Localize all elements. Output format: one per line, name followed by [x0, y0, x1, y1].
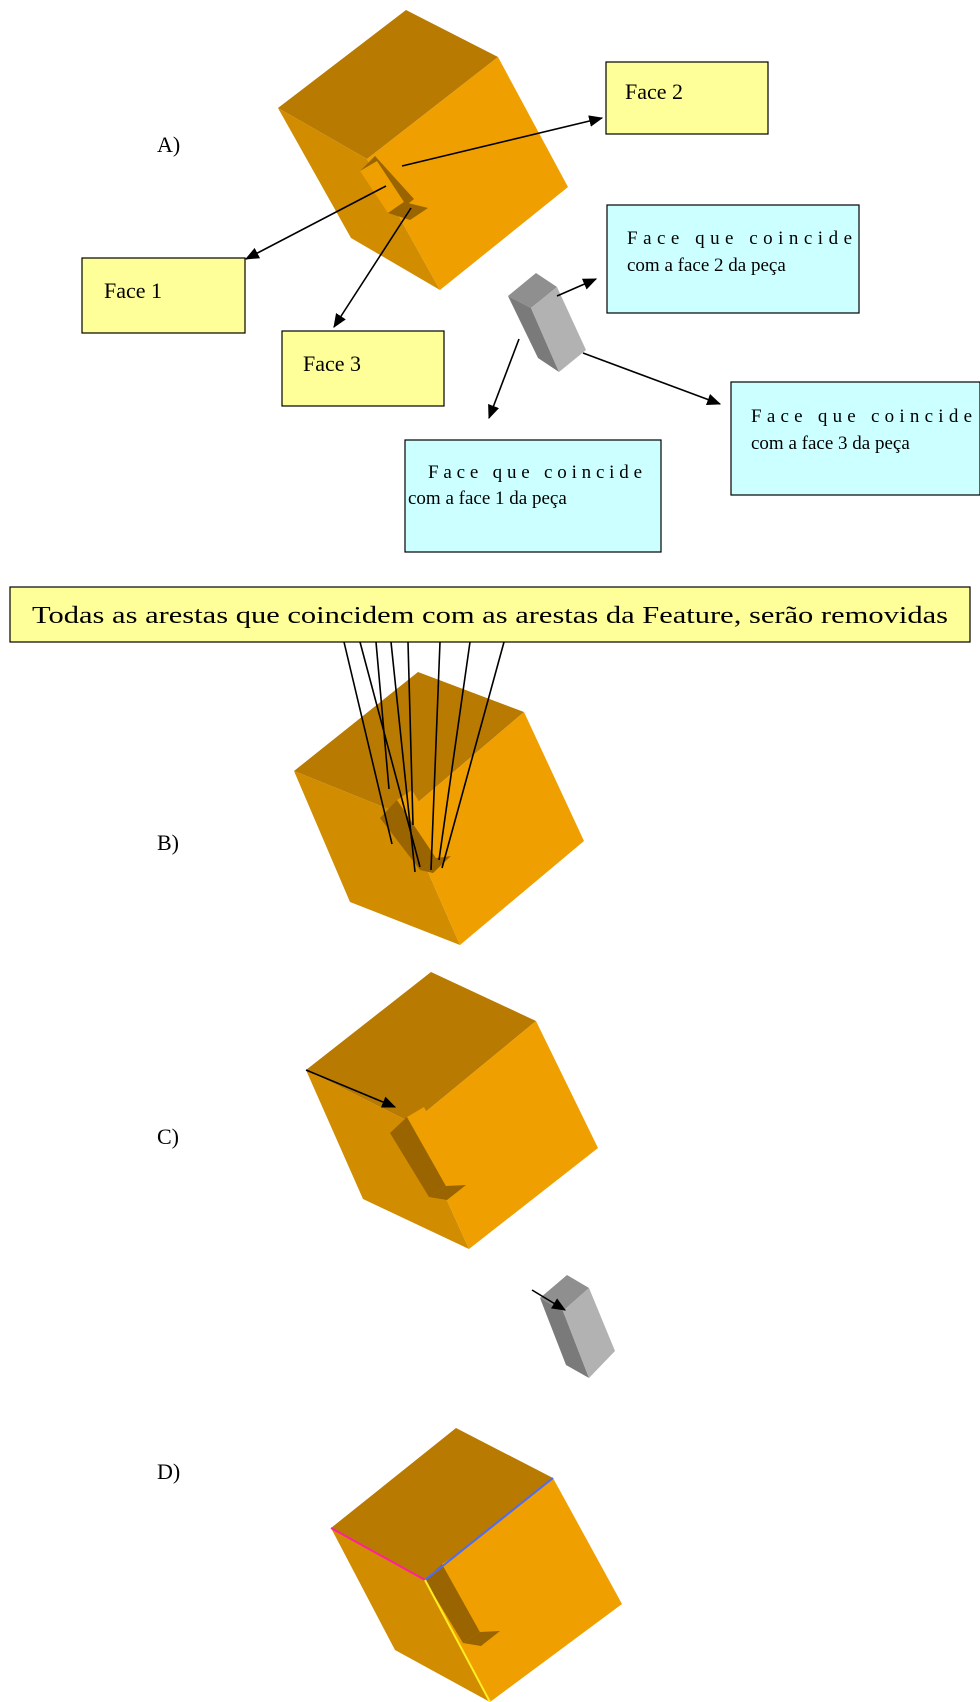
- edge-leader-line: [343, 641, 393, 845]
- tool-face3-callout-line2: com a face 3 da peça: [751, 433, 910, 454]
- tool-face3-callout-line1: Face que coincide: [751, 406, 972, 427]
- tool-face2-callout-line1: Face que coincide: [627, 228, 852, 249]
- tool-c-right-face: [563, 1288, 615, 1378]
- panel-d-label: D): [157, 1459, 180, 1484]
- edge-leader-lines: [343, 641, 505, 873]
- edge-leader-line: [430, 641, 441, 871]
- slot-a-floor: [360, 161, 404, 213]
- tool-a-left-face: [508, 296, 559, 372]
- tool-face2-callout-box: [606, 204, 860, 314]
- tool-c-left-face: [540, 1298, 589, 1378]
- tool-face2-arrow: [556, 278, 598, 297]
- tool-a-top-face: [508, 273, 557, 308]
- highlighted-edge-magenta: [330, 1527, 426, 1581]
- face2-callout-box: [605, 61, 769, 135]
- highlighted-edge-blue: [424, 1477, 554, 1581]
- face3-arrow: [333, 207, 412, 328]
- cube-c-top-face: [306, 972, 536, 1123]
- slot-c-floor: [407, 1107, 461, 1186]
- face1-callout-text: Face 1: [104, 278, 162, 303]
- tool-block-a: [508, 273, 586, 372]
- face1-callout-box: [81, 257, 246, 334]
- cube-a: [278, 10, 568, 290]
- panel-a: A) Face 2 Face 1 Face 3 Face que coincid…: [81, 10, 980, 553]
- cube-a-right-face: [367, 57, 568, 290]
- cube-c-right-face: [412, 1021, 598, 1249]
- slot-c-bottom-wall: [429, 1185, 466, 1200]
- edge-leader-line: [390, 641, 416, 873]
- tool-c-arrow: [531, 1289, 566, 1311]
- panel-b-label: B): [157, 830, 179, 855]
- slot-d-left-wall: [425, 1564, 480, 1643]
- cube-d-left-face: [331, 1528, 490, 1702]
- slot-b-bottom-wall: [420, 856, 451, 873]
- panel-a-label: A): [157, 132, 180, 157]
- edge-leader-line: [407, 641, 414, 826]
- slot-d-floor: [442, 1553, 496, 1632]
- face3-callout-text: Face 3: [303, 351, 361, 376]
- cube-c-arrow: [305, 1069, 397, 1108]
- cube-d-top-face: [331, 1428, 553, 1580]
- cube-a-left-face: [278, 108, 440, 290]
- cube-b-top-face: [294, 672, 524, 815]
- cube-c: [306, 972, 598, 1249]
- cube-b-right-face: [403, 712, 584, 945]
- tool-face1-callout-line2: com a face 1 da peça: [408, 488, 567, 509]
- banner-text: Todas as arestas que coincidem com as ar…: [32, 603, 948, 629]
- edge-leader-line: [375, 641, 390, 790]
- face3-callout-box: [281, 330, 445, 407]
- slot-a-bottom-wall: [388, 202, 428, 220]
- banner-box: [9, 586, 971, 643]
- slot-c-left-wall: [390, 1117, 446, 1197]
- cube-c-left-face: [306, 1070, 469, 1249]
- panel-c: C): [157, 972, 615, 1378]
- cube-b-left-face: [294, 771, 460, 945]
- face2-arrow: [401, 115, 604, 167]
- panel-b: Todas as arestas que coincidem com as ar…: [9, 586, 971, 945]
- face2-callout-text: Face 2: [625, 79, 683, 104]
- tool-face1-arrow: [488, 338, 520, 420]
- slot-d-bottom-wall: [463, 1631, 500, 1646]
- tool-a-right-face: [531, 287, 586, 372]
- edge-leader-line: [438, 641, 471, 861]
- slot-b-left-wall: [380, 800, 436, 870]
- slot-b-floor: [397, 790, 450, 858]
- cube-b: [294, 672, 584, 945]
- tool-face3-arrow: [582, 352, 722, 405]
- cube-d-right-face: [425, 1478, 622, 1702]
- cube-d: [331, 1428, 622, 1702]
- cube-a-top-face: [278, 10, 498, 159]
- highlighted-edge-yellow: [424, 1579, 491, 1702]
- edge-leader-line: [441, 641, 505, 869]
- face1-arrow: [244, 185, 387, 260]
- tool-face1-callout-line1: Face que coincide: [428, 462, 642, 483]
- tool-face1-callout-box: [404, 439, 662, 553]
- tool-face2-callout-line2: com a face 2 da peça: [627, 255, 786, 276]
- tool-face3-callout-box: [730, 381, 980, 496]
- panel-d: D): [157, 1428, 622, 1702]
- tool-block-c: [540, 1275, 615, 1378]
- panel-c-label: C): [157, 1124, 179, 1149]
